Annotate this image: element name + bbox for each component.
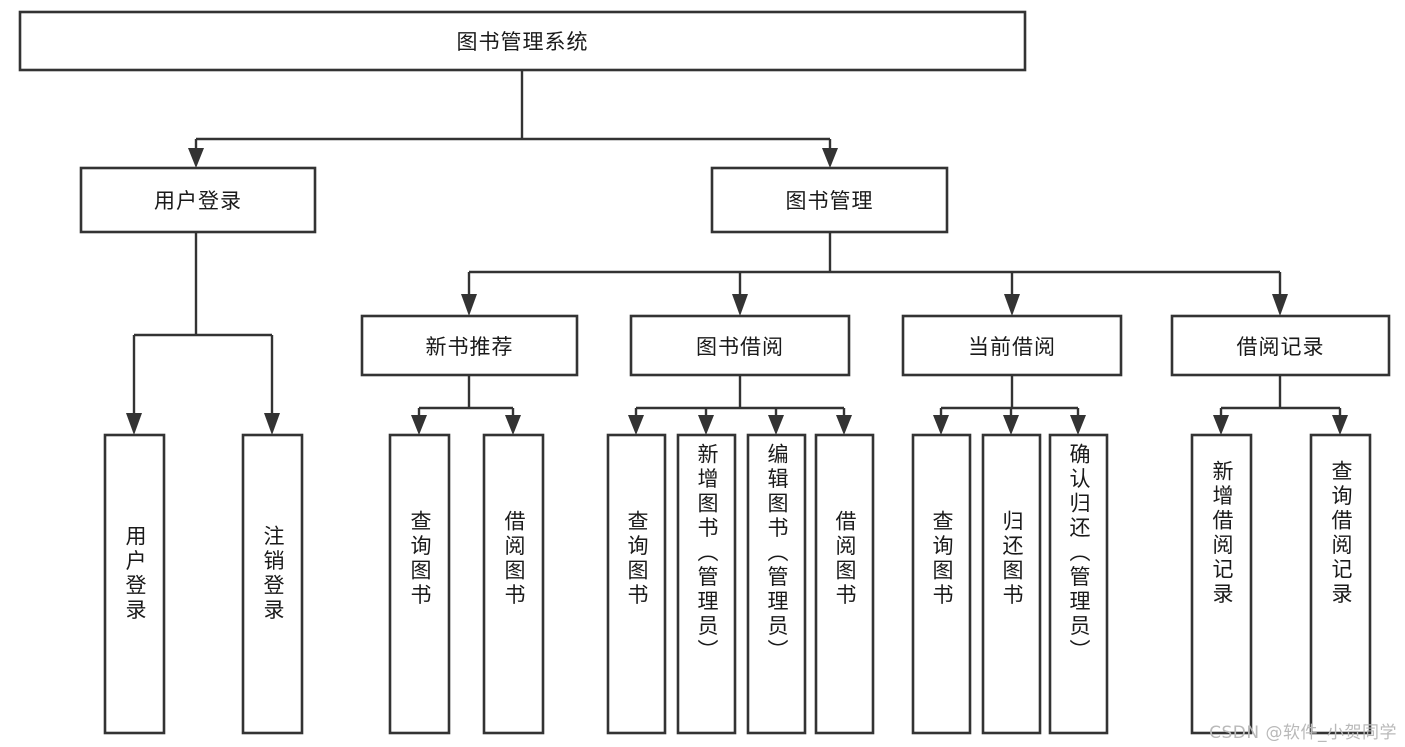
node-leaf-confirm-return[interactable] [1048,433,1109,735]
connector-group [126,70,1348,435]
arrow-to-book-manage [822,148,838,168]
arrow-to-leaf-return-book [1003,415,1019,435]
node-current-borrow[interactable] [901,314,1123,377]
arrow-to-new-book-recommend [461,294,477,316]
node-leaf-query-record[interactable] [1309,433,1372,735]
arrow-to-leaf-query-book-nr [411,415,427,435]
node-book-borrow[interactable] [629,314,851,377]
node-leaf-borrow-book-nr[interactable] [482,433,545,735]
arrow-to-leaf-confirm-return [1070,415,1086,435]
csdn-watermark: CSDN @软件_小贺同学 [1209,723,1397,743]
arrow-to-leaf-edit-book [768,415,784,435]
arrow-to-leaf-add-record [1213,415,1229,435]
node-user-login[interactable] [79,166,317,234]
arrow-to-leaf-query-book-bb [628,415,644,435]
arrow-to-leaf-query-book-cb [933,415,949,435]
arrow-to-book-borrow [732,294,748,316]
node-leaf-query-book-nr[interactable] [388,433,451,735]
node-book-manage[interactable] [710,166,949,234]
node-leaf-return-book[interactable] [981,433,1042,735]
node-leaf-add-record[interactable] [1190,433,1253,735]
node-borrow-record[interactable] [1170,314,1391,377]
arrow-to-leaf-borrow-book-nr [505,415,521,435]
arrow-to-current-borrow [1004,294,1020,316]
node-root[interactable] [18,10,1027,72]
node-leaf-borrow-book-bb[interactable] [814,433,875,735]
arrow-to-user-login [188,148,204,168]
arrow-to-leaf-borrow-book-bb [836,415,852,435]
node-leaf-user-login[interactable] [103,433,166,735]
node-leaf-add-book[interactable] [676,433,737,735]
arrow-to-leaf-add-book [698,415,714,435]
node-leaf-user-logout[interactable] [241,433,304,735]
node-new-book-recommend[interactable] [360,314,579,377]
node-leaf-query-book-cb[interactable] [911,433,972,735]
arrow-to-leaf-user-logout [264,413,280,435]
node-leaf-edit-book[interactable] [746,433,807,735]
arrow-to-leaf-query-record [1332,415,1348,435]
arrow-to-borrow-record [1272,294,1288,316]
node-leaf-query-book-bb[interactable] [606,433,667,735]
node-box-group [18,10,1391,735]
arrow-to-leaf-user-login [126,413,142,435]
